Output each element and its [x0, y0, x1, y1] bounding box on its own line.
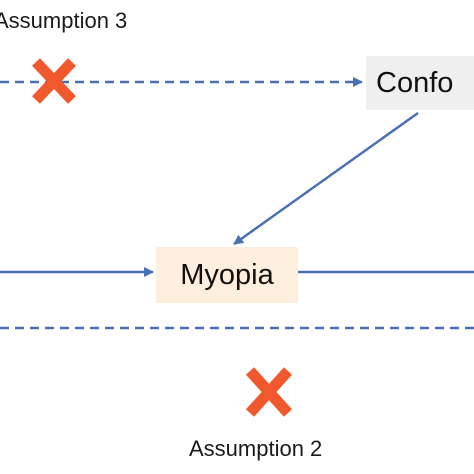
- assumption-2-label: Assumption 2: [189, 436, 323, 461]
- assumption-3-label: Assumption 3: [0, 8, 128, 33]
- confounder-node: Confo: [366, 56, 474, 110]
- x-cross-icon: [245, 367, 293, 417]
- arrow-confounder-to-myopia: [233, 111, 419, 246]
- x-cross-icon: [32, 58, 76, 104]
- myopia-node: Myopia: [156, 247, 298, 303]
